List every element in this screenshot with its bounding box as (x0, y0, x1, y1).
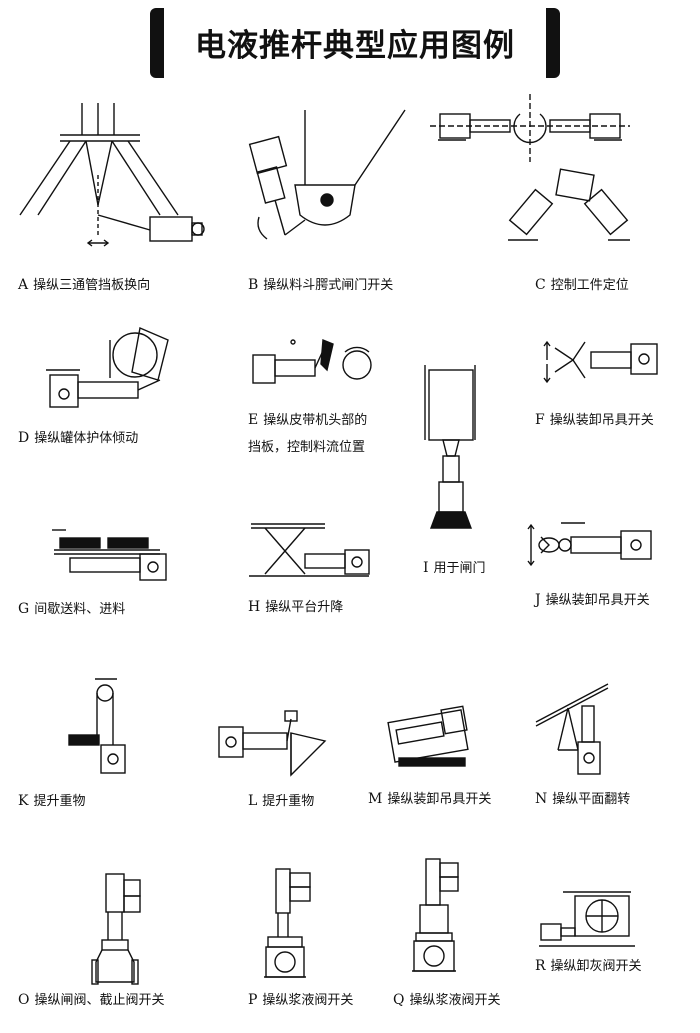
caption-e-line2: 挡板，控制料流位置 (248, 440, 366, 455)
diagram-o-gate-valve (91, 873, 141, 985)
title-banner: 电液推杆典型应用图例 (150, 8, 560, 78)
diagram-c-workpiece-positioning (430, 94, 630, 241)
diagram-a-three-way-pipe (19, 103, 205, 247)
diagram-p-slurry-valve (264, 868, 311, 978)
diagram-d-tank-tilting (46, 327, 169, 408)
title-bracket-left (150, 8, 164, 78)
diagram-n-plane-tilting (535, 683, 609, 775)
diagram-k-lifting-weights (68, 678, 126, 774)
diagram-h-platform-lift (249, 523, 370, 577)
page-title: 电液推杆典型应用图例 (195, 28, 515, 64)
diagram-e-belt-conveyor-baffle (252, 338, 372, 384)
diagram-g-intermittent-feed (52, 529, 167, 581)
diagram-b-hopper-gate (248, 109, 406, 240)
diagram-m-lifting-tool (387, 705, 469, 767)
diagram-j-lifting-tool (527, 522, 652, 567)
diagram-f-lifting-tool (543, 340, 658, 384)
diagram-r-ash-valve (539, 891, 635, 947)
diagram-q-slurry-valve (412, 858, 459, 972)
diagram-l-lifting-weights (218, 710, 327, 777)
title-bracket-right (546, 8, 560, 78)
diagram-i-gate (424, 365, 476, 529)
